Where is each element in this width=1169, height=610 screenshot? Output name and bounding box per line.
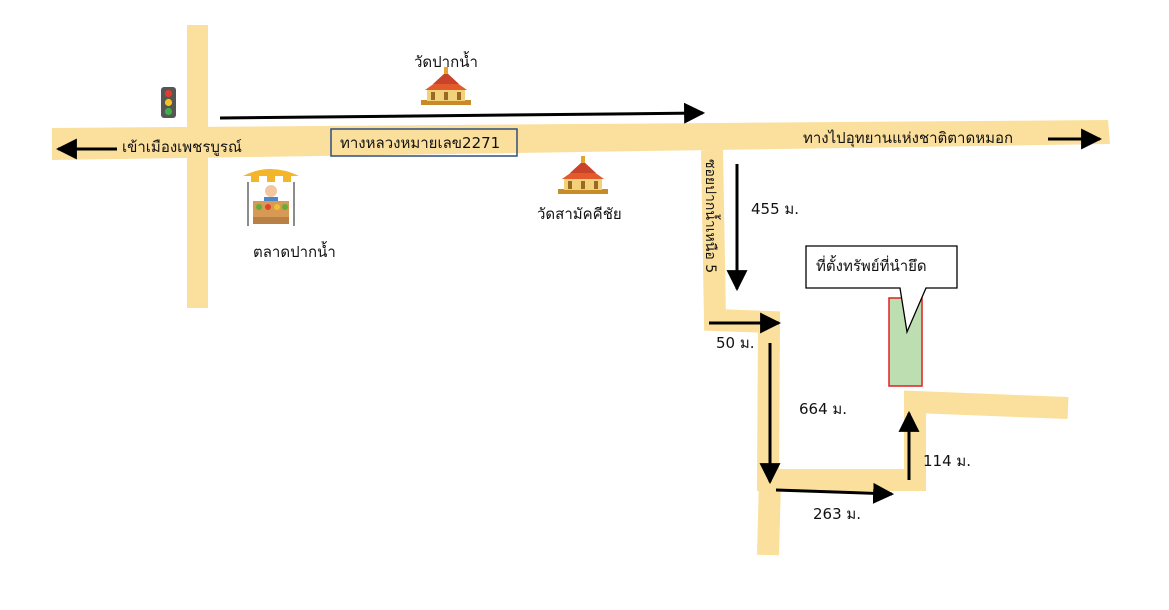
distance-664: 664 ม.	[799, 400, 847, 418]
talat-pak-nam-label: ตลาดปากน้ำ	[253, 241, 336, 261]
main-highway-road	[52, 120, 1110, 160]
distance-114: 114 ม.	[923, 452, 971, 470]
property-location-label: ที่ตั้งทรัพย์ที่นำยึด	[816, 255, 927, 275]
to-national-park-label: ทางไปอุทยานแห่งชาติตาดหมอก	[803, 129, 1013, 148]
wat-samakkhi-chai-label: วัดสามัคคีชัย	[537, 205, 622, 223]
to-phetchabun-label: เข้าเมืองเพชรบูรณ์	[122, 138, 242, 156]
highway-2271-label: ทางหลวงหมายเลข2271	[340, 134, 500, 152]
distance-455: 455 ม.	[751, 200, 799, 218]
arrow-263	[775, 482, 895, 504]
roads	[52, 25, 1110, 556]
arrow-east-top	[219, 102, 706, 124]
highway-label-box	[330, 128, 518, 157]
distance-263: 263 ม.	[813, 505, 861, 523]
southern-branch-road	[757, 479, 781, 556]
temple-icon	[558, 156, 608, 194]
direction-arrows	[55, 102, 1103, 504]
wat-pak-nam-label: วัดปากน้ำ	[414, 51, 478, 71]
property-callout: ที่ตั้งทรัพย์ที่นำยึด	[805, 245, 958, 335]
phetchabun-cross-road	[187, 25, 208, 308]
traffic-light-icon	[161, 87, 176, 118]
market-stall-icon	[243, 169, 299, 226]
distance-50: 50 ม.	[716, 334, 755, 352]
temple-icon	[421, 67, 471, 105]
soi-pak-nam-nuea-label: ซอยปากน้ำเหนือ 5	[702, 159, 721, 273]
